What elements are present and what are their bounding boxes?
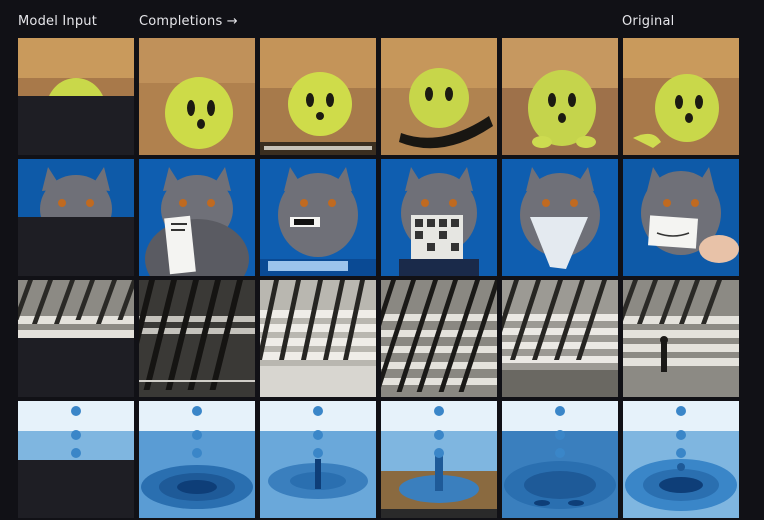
model-input-image: [18, 159, 134, 276]
completions-header: Completions →: [139, 14, 238, 29]
completion-image: [260, 280, 376, 397]
model-input-image: [18, 38, 134, 155]
row-water-drop: [18, 401, 739, 518]
completion-image: [260, 159, 376, 276]
model-input-header: Model Input: [18, 14, 98, 29]
completion-image: [139, 280, 255, 397]
original-image: [623, 159, 739, 276]
completion-image: [381, 159, 497, 276]
completion-image: [139, 401, 255, 518]
completion-image: [260, 401, 376, 518]
completion-image: [260, 38, 376, 155]
original-header: Original: [622, 14, 675, 29]
completion-image: [502, 401, 618, 518]
completion-image: [139, 159, 255, 276]
model-input-image: [18, 401, 134, 518]
original-image: [623, 280, 739, 397]
original-image: [623, 38, 739, 155]
completion-image: [139, 38, 255, 155]
original-image: [623, 401, 739, 518]
completion-image: [502, 159, 618, 276]
model-input-image: [18, 280, 134, 397]
completion-image: [502, 38, 618, 155]
row-gray-cat: [18, 159, 739, 276]
row-crosswalk: [18, 280, 739, 397]
completion-image: [502, 280, 618, 397]
completion-image: [381, 280, 497, 397]
row-tennis-ball: [18, 38, 739, 155]
completion-image: [381, 38, 497, 155]
completion-image: [381, 401, 497, 518]
